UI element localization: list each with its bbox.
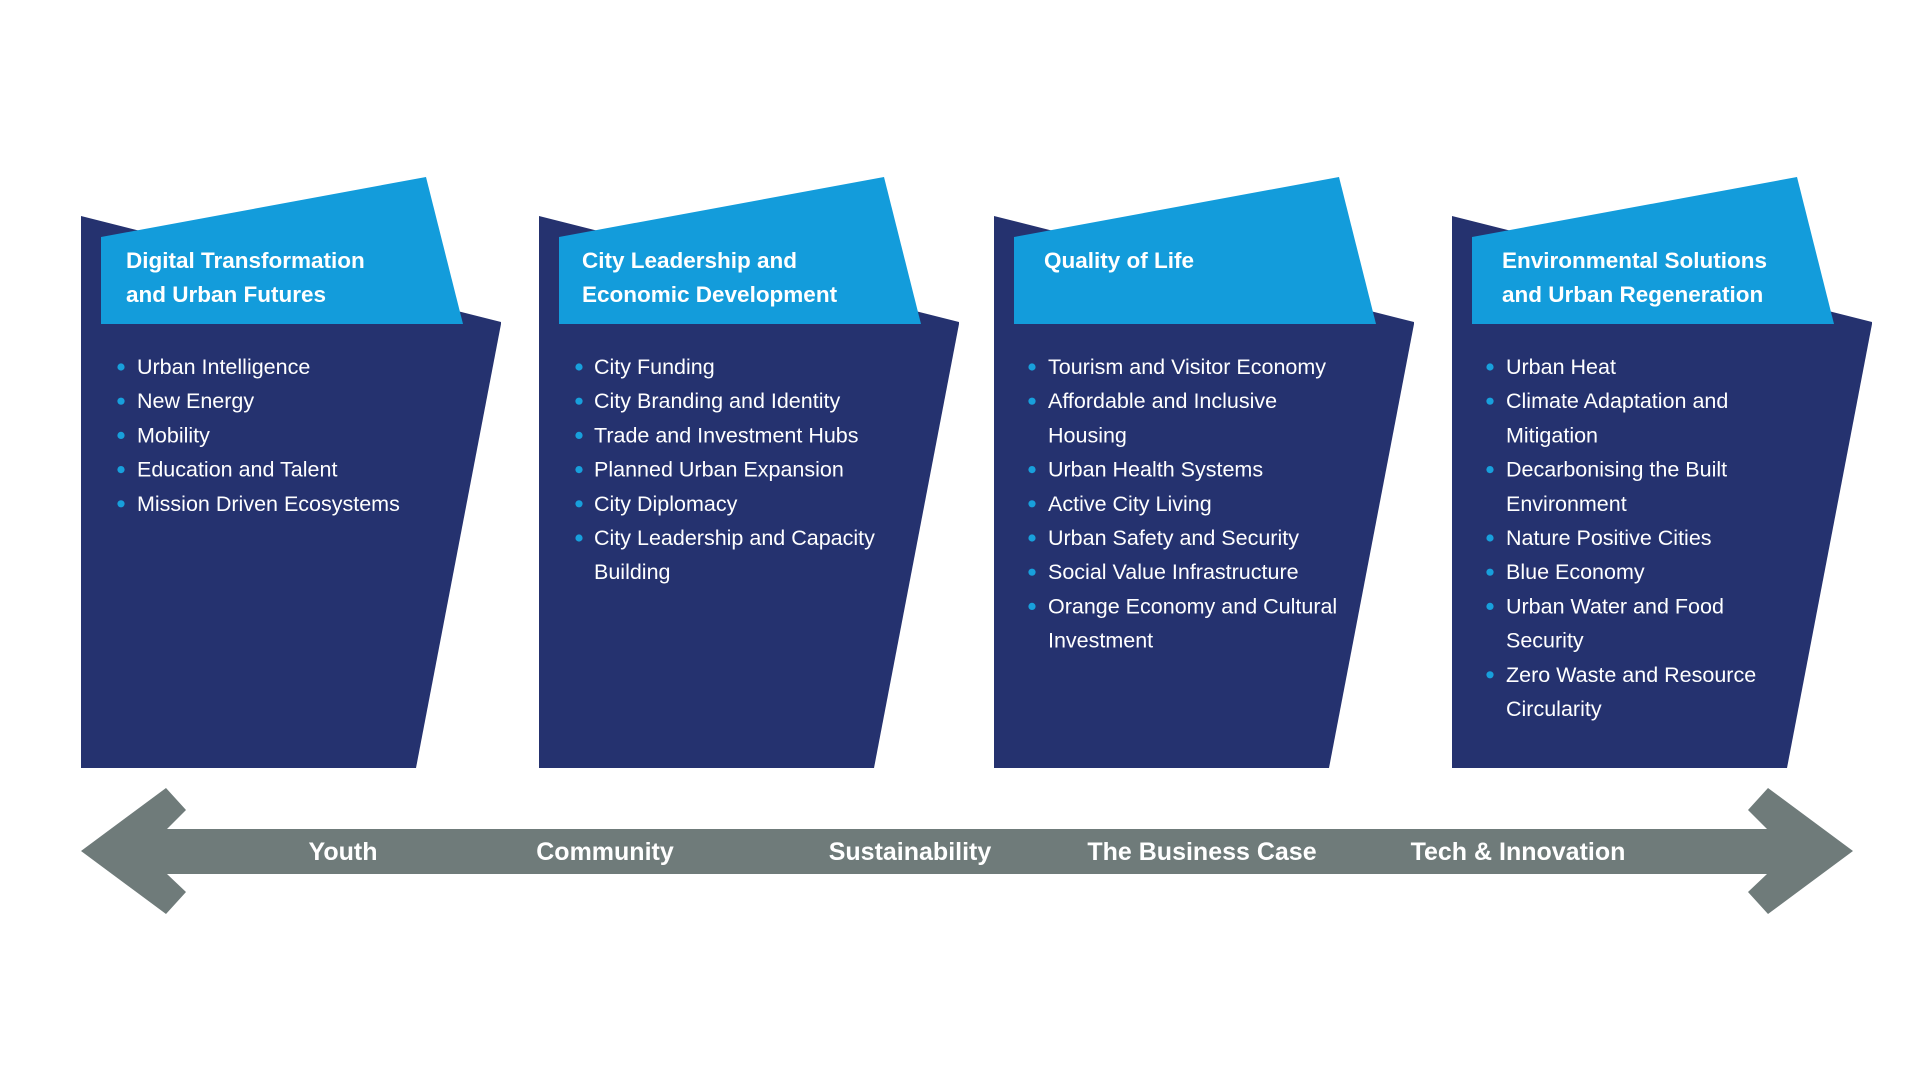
bullet-icon — [575, 466, 583, 474]
card-body — [539, 216, 959, 768]
card-list-item: Environment — [1506, 492, 1627, 516]
bullet-icon — [1486, 671, 1494, 679]
card-header — [1014, 177, 1376, 324]
bullet-icon — [575, 431, 583, 439]
bullet-icon — [575, 534, 583, 542]
bullet-icon — [1028, 363, 1036, 371]
card-list-item: Housing — [1048, 423, 1127, 447]
arrow-label: The Business Case — [1087, 838, 1316, 866]
bullet-icon — [117, 397, 125, 405]
card-list-item: Affordable and Inclusive — [1048, 389, 1277, 413]
arrow-label: Sustainability — [829, 838, 992, 866]
card-title-line: Economic Development — [582, 282, 838, 307]
bullet-icon — [1486, 602, 1494, 611]
bullet-icon — [575, 363, 583, 371]
card-list-item: Investment — [1048, 629, 1153, 653]
bullet-icon — [1486, 363, 1494, 371]
card-list-item: Education and Talent — [137, 458, 337, 482]
bullet-icon — [1486, 466, 1494, 474]
card-list-item: Mission Driven Ecosystems — [137, 492, 400, 516]
bullet-icon — [575, 500, 583, 508]
bullet-icon — [117, 431, 125, 439]
card-list-item: New Energy — [137, 389, 254, 413]
double-arrow-icon — [81, 788, 1853, 914]
card-list-item: Urban Safety and Security — [1048, 526, 1299, 550]
card-list-item: City Funding — [594, 355, 715, 379]
card-list-item: Mitigation — [1506, 423, 1598, 447]
arrow-label: Community — [536, 838, 674, 866]
card-list-item: Decarbonising the Built — [1506, 458, 1727, 482]
bullet-icon — [575, 397, 583, 405]
card-body — [994, 216, 1414, 768]
card-title-line: City Leadership and — [582, 248, 797, 273]
card-body — [1452, 216, 1872, 768]
card-list-item: Circularity — [1506, 697, 1602, 721]
arrow-label: Youth — [309, 838, 378, 866]
card-list-item: Active City Living — [1048, 492, 1212, 516]
card-list-item: Urban Health Systems — [1048, 458, 1263, 482]
card-list-item: Climate Adaptation and — [1506, 389, 1728, 413]
card-header — [1472, 177, 1834, 324]
card-title-line: and Urban Regeneration — [1502, 282, 1763, 307]
bullet-icon — [117, 363, 125, 371]
card-title-line: and Urban Futures — [126, 282, 326, 307]
bullet-icon — [1486, 397, 1494, 405]
card-title: Quality of Life — [1044, 248, 1194, 273]
card-header — [559, 177, 921, 324]
arrow-label: Tech & Innovation — [1411, 838, 1626, 866]
bullet-icon — [117, 500, 125, 508]
card-list-item: Urban Heat — [1506, 355, 1616, 379]
card-list-item: Security — [1506, 629, 1584, 653]
card-list-item: Mobility — [137, 423, 210, 447]
bullet-icon — [1486, 568, 1494, 576]
bullet-icon — [1028, 466, 1036, 474]
card-list-item: Building — [594, 560, 671, 584]
card-list-item: Trade and Investment Hubs — [594, 423, 859, 447]
bullet-icon — [1028, 602, 1036, 611]
bullet-icon — [1028, 500, 1036, 508]
bullet-icon — [1486, 534, 1494, 542]
card-list-item: City Branding and Identity — [594, 389, 840, 413]
bullet-icon — [1028, 568, 1036, 576]
card-list-item: Tourism and Visitor Economy — [1048, 355, 1326, 379]
card-list-item: Blue Economy — [1506, 560, 1645, 584]
card-list-item: City Diplomacy — [594, 492, 738, 516]
bullet-icon — [1028, 534, 1036, 542]
card-list-item: Nature Positive Cities — [1506, 526, 1712, 550]
card-body — [81, 216, 501, 768]
card-list-item: City Leadership and Capacity — [594, 526, 875, 550]
card-title-line: Environmental Solutions — [1502, 248, 1767, 273]
card-list-item: Social Value Infrastructure — [1048, 560, 1299, 584]
card-list-item: Orange Economy and Cultural — [1048, 594, 1337, 618]
card-list-item: Urban Water and Food — [1506, 594, 1724, 618]
card-list-item: Urban Intelligence — [137, 355, 310, 379]
card-header — [101, 177, 463, 324]
bullet-icon — [1028, 397, 1036, 405]
bullet-icon — [117, 466, 125, 474]
card-title-line: Digital Transformation — [126, 248, 365, 273]
card-list-item: Planned Urban Expansion — [594, 458, 844, 482]
card-list-item: Zero Waste and Resource — [1506, 663, 1756, 687]
